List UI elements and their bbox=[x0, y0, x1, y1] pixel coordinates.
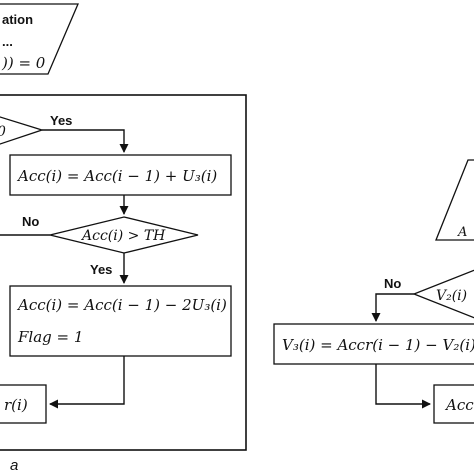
decision-1-shape bbox=[0, 116, 45, 145]
decision-2-text: Acc(i) > TH bbox=[80, 228, 166, 244]
right-bottom-box-text: Acc bbox=[444, 396, 474, 414]
right-bottom-box: Acc bbox=[433, 384, 474, 424]
left-diagram-frame bbox=[0, 94, 247, 451]
right-decision-text: V₂(i) bbox=[436, 288, 467, 304]
process-step-1-text: Acc(i) = Acc(i − 1) + U₃(i) bbox=[16, 167, 217, 185]
input-line-3: )) = 0 bbox=[1, 54, 46, 72]
process-step-1: Acc(i) = Acc(i − 1) + U₃(i) bbox=[9, 154, 232, 196]
right-process-step-1: V₃(i) = Accr(i − 1) − V₂(i) bbox=[273, 323, 474, 365]
right-no-label: No bbox=[384, 276, 401, 291]
process-step-2: Acc(i) = Acc(i − 1) − 2U₃(i) Flag = 1 bbox=[9, 285, 232, 357]
right-arrow-to-bottom bbox=[375, 364, 431, 409]
yes-label-2: Yes bbox=[90, 262, 112, 277]
arrow-to-bottom-box bbox=[49, 356, 125, 409]
right-process-step-1-text: V₃(i) = Accr(i − 1) − V₂(i) bbox=[282, 336, 474, 354]
right-decision-shape bbox=[412, 269, 474, 319]
right-input-parallelogram-shape bbox=[435, 159, 474, 241]
decision-1: 0 bbox=[0, 116, 45, 145]
right-bottom-box-shape bbox=[433, 384, 474, 424]
input-line-1: ation bbox=[2, 12, 33, 27]
bottom-box-left: r(i) bbox=[0, 384, 47, 424]
process-step-2-line-1: Acc(i) = Acc(i − 1) − 2U₃(i) bbox=[16, 296, 227, 314]
bottom-box-left-shape bbox=[0, 384, 47, 424]
yes-label-1: Yes bbox=[50, 113, 72, 128]
decision-1-text: 0 bbox=[0, 124, 6, 140]
bottom-box-left-text: r(i) bbox=[4, 396, 28, 414]
right-input-parallelogram: A bbox=[435, 159, 474, 241]
right-input-fragment: A bbox=[457, 225, 467, 240]
right-process-step-1-box bbox=[273, 323, 474, 365]
process-step-2-line-2: Flag = 1 bbox=[17, 328, 83, 346]
input-parallelogram: ation ... )) = 0 bbox=[0, 3, 79, 75]
process-step-2-box bbox=[9, 285, 232, 357]
decision-2: Acc(i) > TH bbox=[49, 216, 199, 254]
right-no-branch bbox=[371, 293, 414, 322]
yes-arrow-1 bbox=[42, 129, 129, 153]
input-parallelogram-shape bbox=[0, 3, 79, 75]
right-decision: V₂(i) bbox=[412, 269, 474, 319]
figure-caption-a: a bbox=[10, 457, 18, 474]
process-step-1-box bbox=[9, 154, 232, 196]
no-label-1: No bbox=[22, 214, 39, 229]
input-line-2: ... bbox=[2, 34, 13, 49]
